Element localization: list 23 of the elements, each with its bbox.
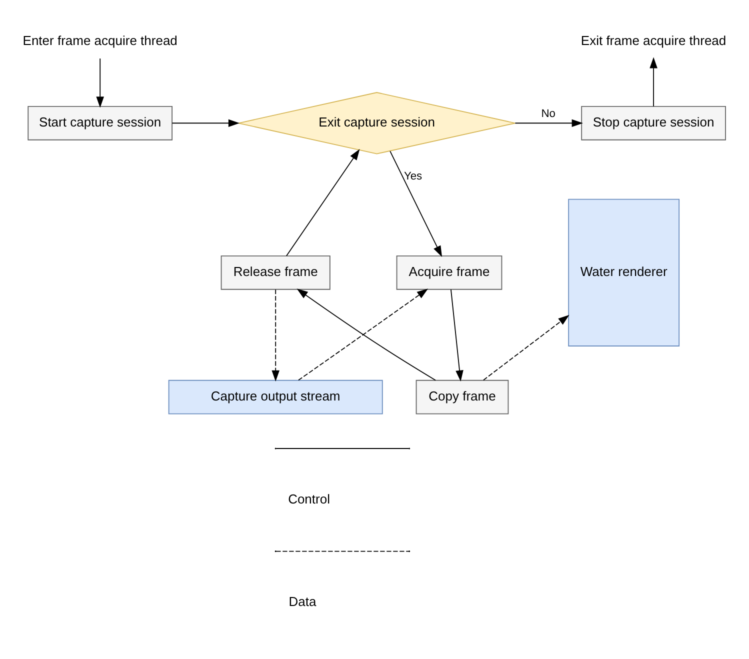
arrow [450,289,464,382]
node-box: Start capture session [28,106,173,140]
arrow [286,148,360,256]
node-box: Water renderer [568,198,680,346]
arrow [514,119,583,128]
arrow [172,119,240,128]
node-text: Enter frame acquire thread [22,32,178,48]
arrow [390,150,442,258]
arrow [483,314,570,381]
node-box: Capture output stream [168,380,383,414]
node-text: Exit frame acquire thread [580,32,726,48]
node-diamond: Exit capture session [238,92,516,154]
arrow [272,289,280,382]
node-box: Stop capture session [581,106,726,140]
node-box: Release frame [220,255,330,290]
legend-label: Data [288,594,316,610]
node-box: Copy frame [416,380,509,414]
node-box: Acquire frame [396,255,502,290]
arrow [650,57,658,107]
arrow [96,58,104,108]
legend-label: Control [288,491,330,506]
edge-label: Yes [404,170,422,182]
edge-label: No [541,108,556,120]
